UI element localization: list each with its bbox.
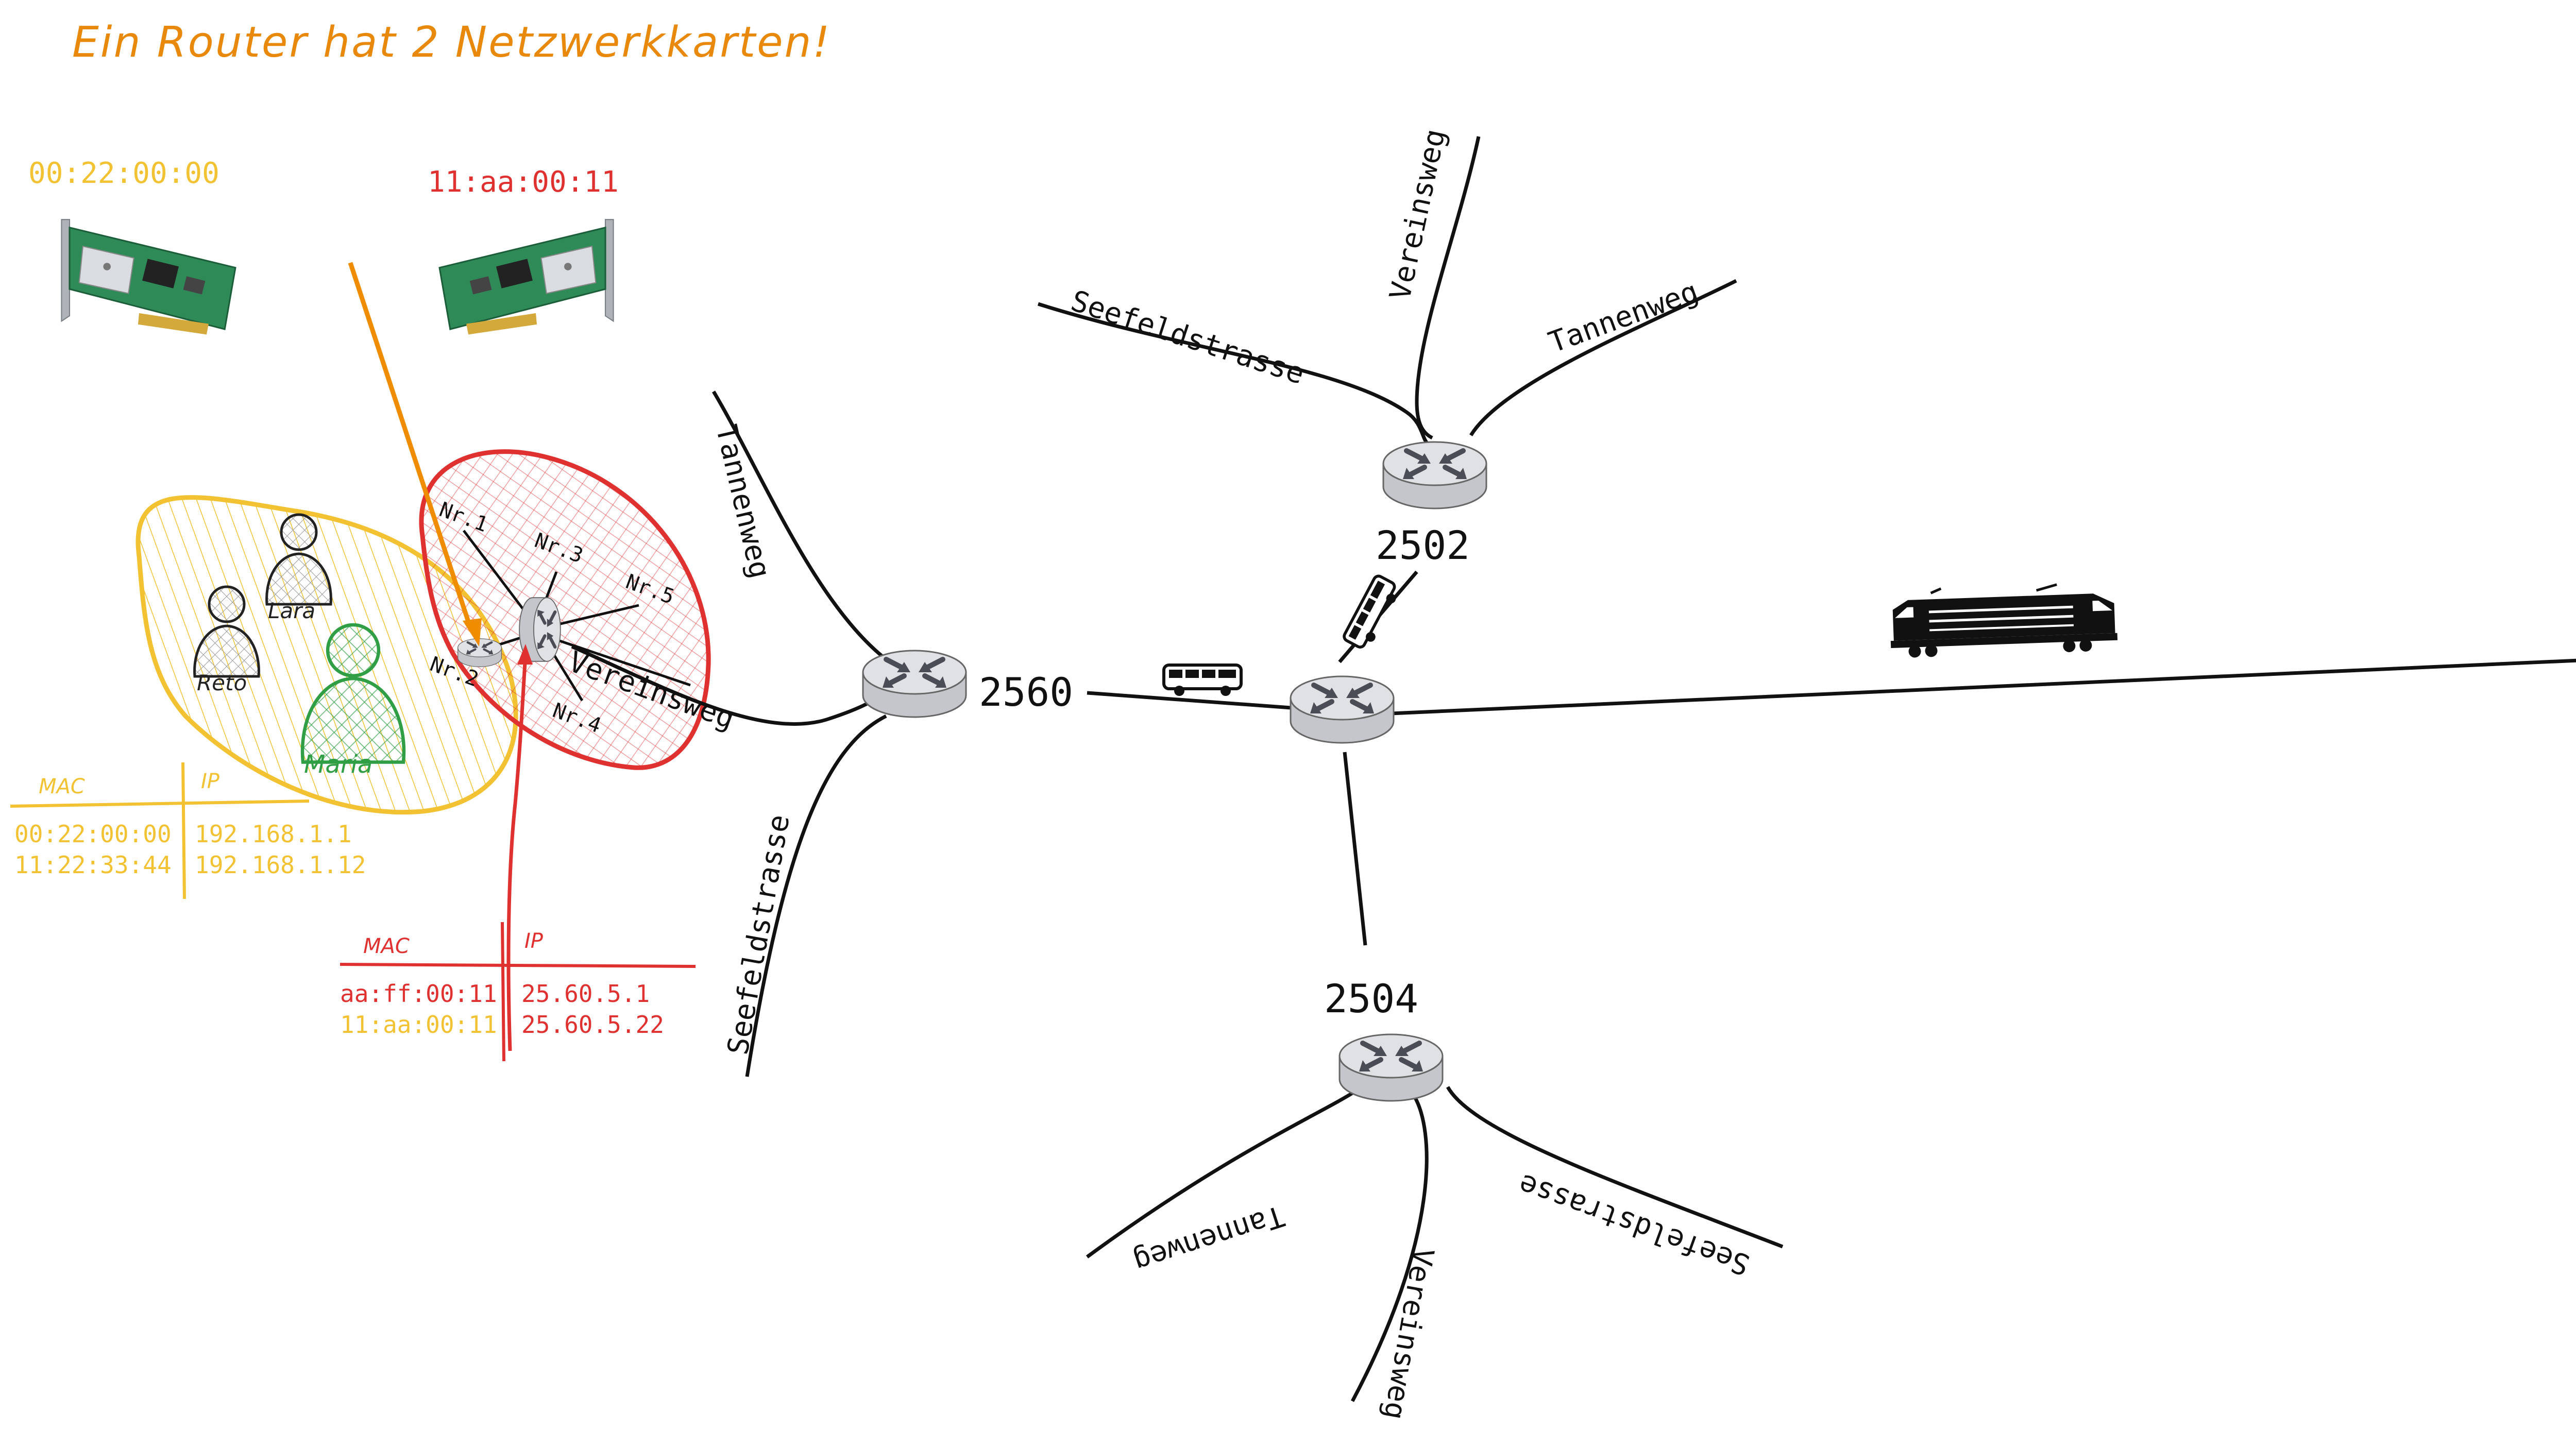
router-label: 2504 [1324, 976, 1418, 1022]
network-card-icon [60, 218, 236, 335]
table-cell-ip: 192.168.1.12 [195, 851, 366, 879]
person-icon [300, 623, 406, 764]
router-central [1291, 676, 1394, 743]
router-2502: 2502 Seefeldstrasse Vereinsweg Tannenweg [1067, 126, 1703, 568]
router-icon [1340, 1034, 1443, 1101]
person-label-lara: Lara [268, 598, 315, 623]
train-icon [1889, 583, 2117, 658]
table-cell-mac: 11:aa:00:11 [340, 1011, 497, 1039]
router-icon [1383, 442, 1486, 508]
street-label-seefeldstrasse: Seefeldstrasse [721, 812, 796, 1057]
mac-ip-table-red: MAC IP aa:ff:00:11 25.60.5.1 11:aa:00:11… [340, 922, 696, 1062]
arrow-icon [348, 262, 482, 647]
person-label-maria: Maria [304, 750, 372, 779]
table-header-ip: IP [201, 770, 220, 793]
local-network-red [419, 449, 711, 770]
bus-icon [1343, 574, 1402, 652]
table-cell-mac: 00:22:00:00 [14, 820, 172, 848]
street-label-tannenweg: Tannenweg [709, 422, 777, 582]
network-card-icon [438, 218, 615, 335]
street-label-tannenweg: Tannenweg [1545, 275, 1703, 360]
table-cell-ip: 25.60.5.1 [521, 980, 650, 1008]
mac-ip-table-yellow: MAC IP 00:22:00:00 192.168.1.1 11:22:33:… [10, 762, 366, 899]
person-label-reto: Reto [197, 670, 247, 695]
router-icon [1291, 676, 1394, 743]
router-label: 2502 [1376, 522, 1470, 568]
table-cell-ip: 25.60.5.22 [521, 1011, 664, 1039]
nic-right-mac: 11:aa:00:11 [428, 165, 619, 199]
table-cell-mac: aa:ff:00:11 [340, 980, 497, 1008]
router-label: 2560 [979, 669, 1073, 715]
street-label-seefeldstrasse: Seefeldstrasse [1514, 1167, 1754, 1282]
page-title: Ein Router hat 2 Netzwerkkarten! [72, 18, 831, 67]
table-cell-mac: 11:22:33:44 [14, 851, 172, 879]
street-label-seefeldstrasse: Seefeldstrasse [1067, 284, 1309, 391]
bus-icon [1164, 665, 1241, 696]
table-header-ip: IP [524, 929, 544, 953]
table-header-mac: MAC [363, 934, 410, 958]
router-2560: 2560 Tannenweg Seefeldstrasse [709, 422, 1073, 1058]
table-cell-ip: 192.168.1.1 [195, 820, 352, 848]
table-header-mac: MAC [39, 775, 85, 798]
router-icon [863, 651, 966, 717]
nic-left-mac: 00:22:00:00 [28, 157, 219, 190]
arrow-icon [506, 644, 533, 1051]
